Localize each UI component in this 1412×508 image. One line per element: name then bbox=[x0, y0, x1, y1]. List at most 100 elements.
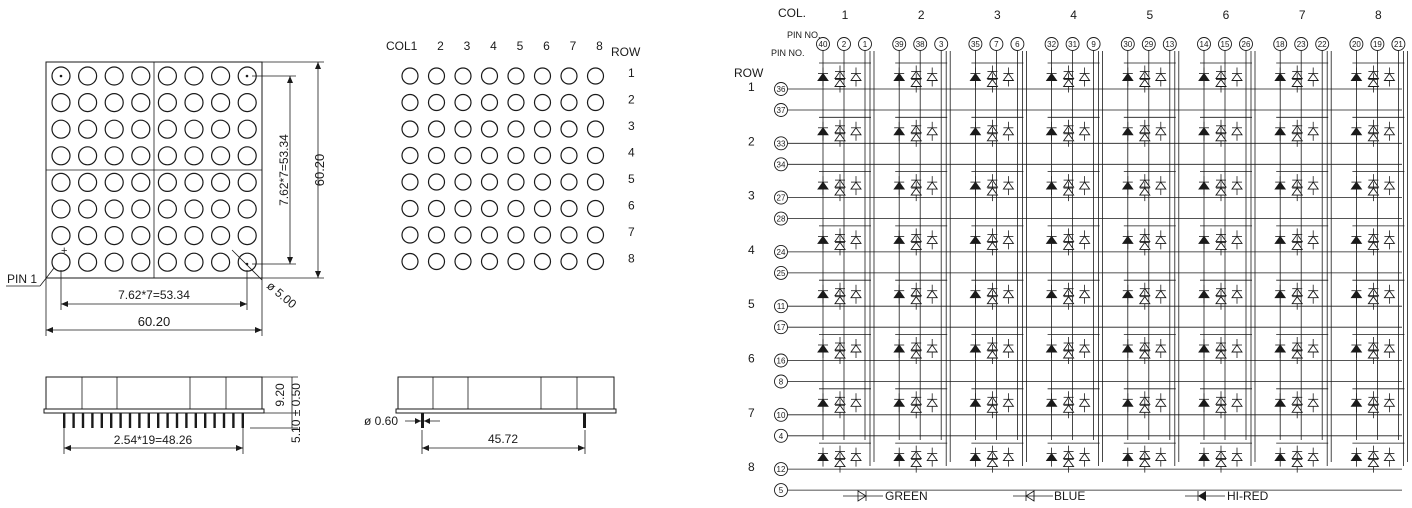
grid-led-dot bbox=[454, 93, 472, 112]
col-pin-text: 21 bbox=[1394, 40, 1403, 49]
end-view-body bbox=[397, 376, 615, 410]
dim-pitch-h: 7.62*7=53.34 bbox=[118, 288, 190, 302]
led-icon bbox=[1062, 187, 1075, 196]
led-hired-icon bbox=[893, 127, 906, 136]
side-pin bbox=[204, 413, 207, 428]
dim-span: 45.72 bbox=[488, 432, 518, 446]
schem-row-number: 5 bbox=[748, 297, 755, 311]
col-pin-text: 2 bbox=[842, 40, 847, 49]
front-led-dot bbox=[184, 199, 204, 219]
led-icon bbox=[910, 458, 923, 468]
grid-row-number: 8 bbox=[628, 252, 635, 266]
led-hired-icon bbox=[893, 289, 906, 299]
schem-pin-no-top: PIN NO. bbox=[787, 30, 821, 40]
grid-led-dot bbox=[480, 199, 499, 218]
led-hired-icon bbox=[969, 127, 982, 136]
led-icon bbox=[1367, 78, 1380, 87]
grid-led-dot bbox=[427, 93, 446, 112]
led-icon bbox=[1002, 344, 1015, 353]
grid-led-dot bbox=[401, 146, 419, 165]
led-hired-icon bbox=[1121, 181, 1134, 190]
diode-filled-icon bbox=[1198, 491, 1206, 501]
front-led-dot bbox=[184, 252, 204, 272]
front-led-dot bbox=[77, 119, 98, 139]
front-led-dot bbox=[131, 146, 151, 166]
schem-row-number: 6 bbox=[748, 352, 755, 366]
led-icon bbox=[850, 72, 862, 81]
led-icon bbox=[1154, 398, 1167, 407]
led-icon bbox=[1215, 133, 1227, 142]
side-pin bbox=[81, 413, 85, 428]
led-icon bbox=[1367, 241, 1380, 250]
led-icon bbox=[1154, 72, 1167, 81]
grid-row-label: ROW bbox=[611, 45, 641, 59]
led-icon bbox=[1383, 344, 1396, 353]
led-hired-icon bbox=[969, 398, 982, 407]
led-icon bbox=[1078, 289, 1091, 299]
row-pin bbox=[774, 211, 788, 226]
grid-led-dot bbox=[454, 120, 472, 138]
row-pin-text: 33 bbox=[777, 139, 786, 148]
led-icon bbox=[850, 181, 862, 190]
front-led-dot bbox=[131, 92, 151, 113]
col-pin-text: 31 bbox=[1068, 40, 1077, 49]
led-icon bbox=[986, 350, 999, 359]
col-pin bbox=[1141, 37, 1156, 51]
led-icon bbox=[1231, 181, 1243, 190]
led-icon bbox=[1231, 398, 1243, 407]
led-icon bbox=[1291, 458, 1304, 468]
grid-col-number: 2 bbox=[437, 39, 444, 53]
dot-dia-leader bbox=[231, 249, 263, 281]
side-pin bbox=[72, 413, 75, 428]
col-pin bbox=[837, 37, 851, 51]
led-icon bbox=[1383, 289, 1396, 299]
led-hired-icon bbox=[1045, 344, 1058, 353]
led-icon bbox=[1078, 398, 1091, 407]
led-icon bbox=[1383, 398, 1396, 407]
grid-dots bbox=[401, 67, 605, 271]
side-view-base bbox=[43, 408, 265, 414]
led-icon bbox=[1215, 404, 1227, 413]
grid-led-dot bbox=[586, 252, 605, 271]
grid-led-dot bbox=[454, 252, 472, 271]
led-icon bbox=[1231, 344, 1243, 353]
side-pin bbox=[166, 413, 169, 428]
led-icon bbox=[1138, 133, 1151, 142]
led-icon bbox=[1154, 289, 1167, 299]
side-pin bbox=[185, 413, 188, 428]
grid-led-dot bbox=[401, 252, 419, 271]
led-icon bbox=[1138, 187, 1151, 196]
led-icon bbox=[1138, 78, 1151, 87]
col-pin-text: 26 bbox=[1242, 40, 1251, 49]
led-icon bbox=[1078, 452, 1091, 462]
led-icon bbox=[1291, 187, 1304, 196]
grid-led-dot bbox=[401, 120, 419, 138]
front-led-dot bbox=[51, 199, 71, 219]
col-pin bbox=[913, 37, 928, 51]
led-hired-icon bbox=[1045, 398, 1058, 407]
front-led-dot bbox=[77, 252, 98, 272]
grid-led-dot bbox=[560, 146, 578, 165]
side-pin bbox=[91, 413, 94, 428]
led-icon bbox=[1062, 458, 1075, 468]
col-pin bbox=[1239, 37, 1253, 51]
grid-led-dot bbox=[427, 146, 446, 165]
corner-mark bbox=[245, 74, 249, 78]
led-hired-icon bbox=[969, 344, 982, 353]
grid-led-dot bbox=[560, 199, 578, 218]
row-pin-text: 16 bbox=[777, 357, 786, 366]
led-hired-icon bbox=[1045, 289, 1058, 299]
col-pin-text: 3 bbox=[939, 40, 944, 49]
front-led-dot bbox=[211, 92, 231, 113]
led-icon bbox=[1215, 78, 1227, 87]
front-led-dot bbox=[211, 199, 231, 219]
grid-row-number: 7 bbox=[628, 225, 635, 239]
row-pin-text: 12 bbox=[777, 465, 786, 474]
led-hired-icon bbox=[893, 398, 906, 407]
led-icon bbox=[834, 133, 846, 142]
row-pin-text: 28 bbox=[777, 215, 786, 224]
front-led-dot bbox=[237, 119, 257, 139]
led-icon bbox=[926, 127, 939, 136]
side-pin bbox=[138, 413, 141, 428]
